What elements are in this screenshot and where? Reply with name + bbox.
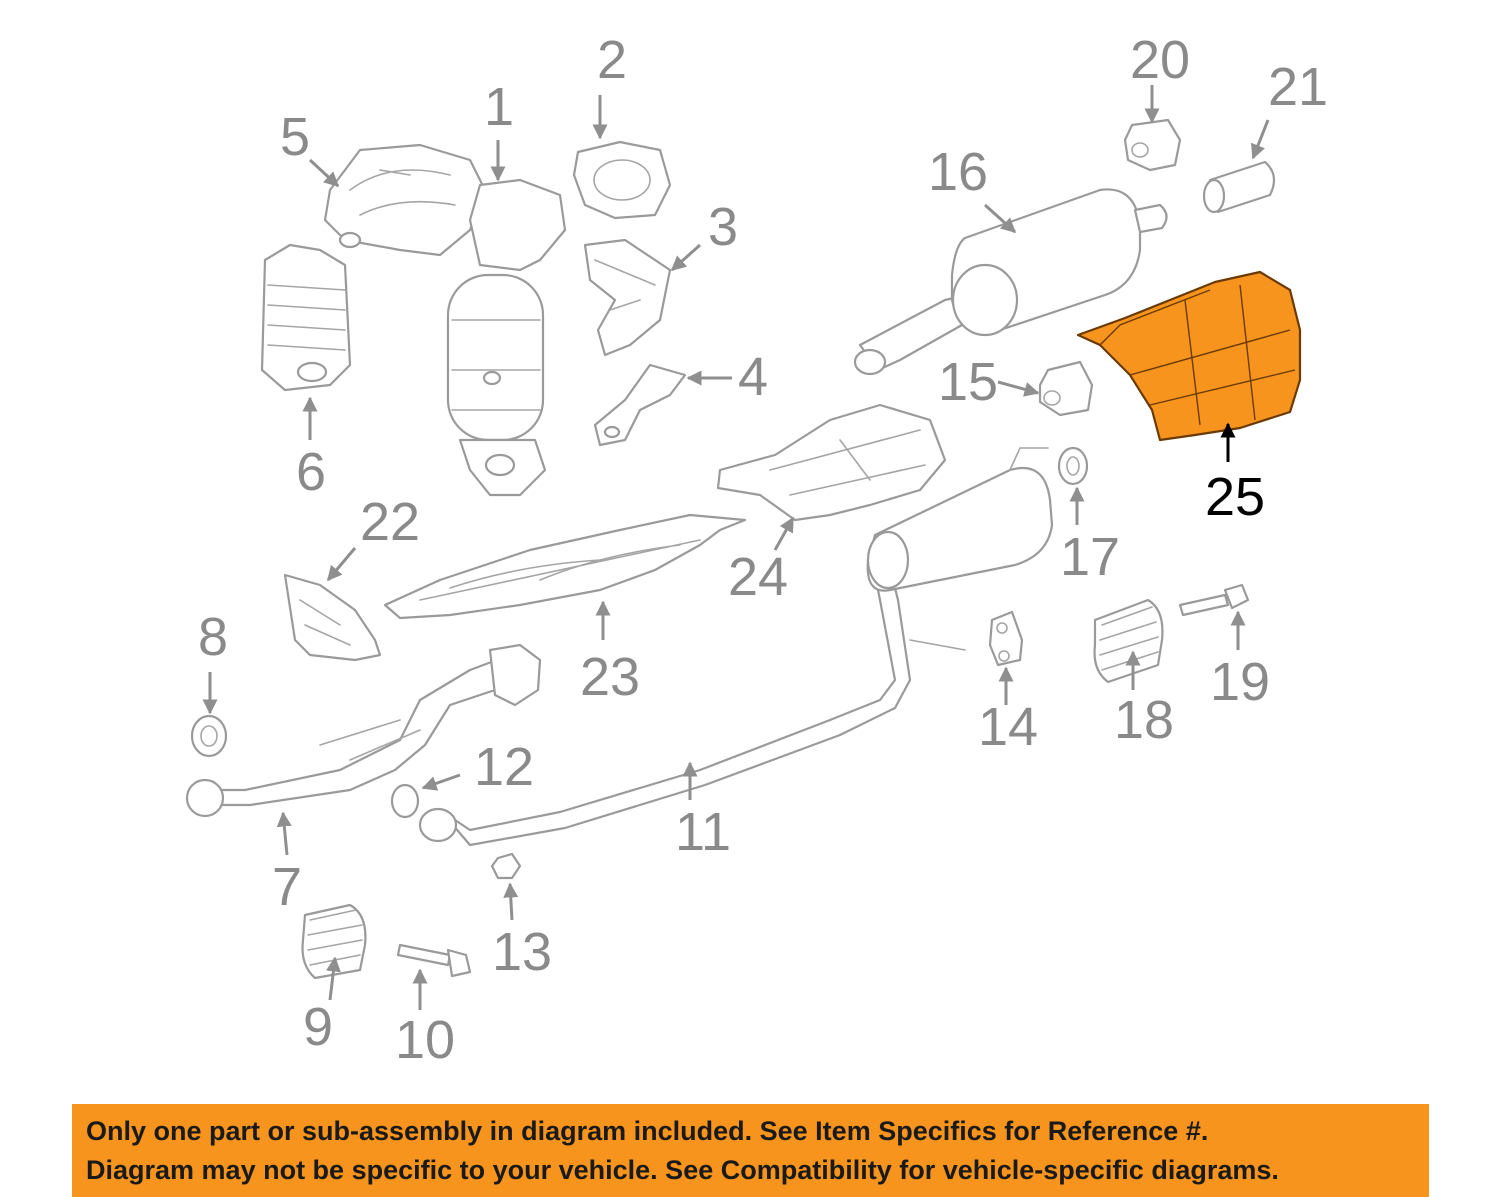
callout-7: 7 (272, 857, 302, 917)
callout-17: 17 (1060, 527, 1120, 587)
callout-16: 16 (928, 142, 988, 202)
callout-12: 12 (474, 737, 534, 797)
leader-lines (202, 85, 1270, 1010)
callout-1: 1 (484, 77, 514, 137)
callout-11: 11 (675, 802, 731, 862)
part-12-gasket (390, 783, 420, 819)
callout-22: 22 (360, 492, 420, 552)
callout-4: 4 (738, 347, 768, 407)
part-15-hanger-rubber (1038, 360, 1094, 417)
callout-2: 2 (597, 30, 627, 90)
callout-6: 6 (296, 442, 326, 502)
callout-5: 5 (280, 107, 310, 167)
part-19-bolt (1178, 583, 1250, 617)
callout-24: 24 (728, 547, 788, 607)
part-6-lower-heat-shield (260, 243, 352, 392)
callout-18: 18 (1114, 690, 1174, 750)
part-22-heat-shield (283, 573, 382, 662)
part-13-nut (490, 852, 522, 880)
part-3-bracket (583, 238, 672, 357)
disclaimer-banner: Only one part or sub-assembly in diagram… (72, 1104, 1429, 1197)
callout-21: 21 (1268, 57, 1328, 117)
part-17-gasket (1057, 446, 1089, 486)
disclaimer-line-1: Only one part or sub-assembly in diagram… (86, 1116, 1209, 1146)
callout-8: 8 (198, 607, 228, 667)
part-14-hanger (988, 610, 1024, 667)
part-24-center-heat-shield (716, 403, 947, 522)
part-18-spring (1093, 598, 1164, 684)
callout-14: 14 (978, 697, 1038, 757)
part-23-floor-heat-shield (383, 513, 747, 620)
callout-23: 23 (580, 647, 640, 707)
part-20-hanger-rubber (1123, 118, 1182, 172)
callout-13: 13 (492, 922, 552, 982)
part-25-muffler-heat-shield (1076, 270, 1302, 442)
part-7-exhaust-pipe-a (185, 643, 542, 818)
part-9-spring (301, 903, 367, 980)
callout-25: 25 (1205, 467, 1265, 527)
part-2-gasket (572, 140, 672, 220)
part-4-stay (593, 363, 687, 447)
callout-15: 15 (938, 352, 998, 412)
part-1-catalytic-converter (446, 178, 567, 497)
callout-10: 10 (395, 1010, 455, 1070)
callout-3: 3 (708, 197, 738, 257)
callout-20: 20 (1130, 30, 1190, 90)
part-16-rear-muffler (853, 188, 1168, 376)
callout-19: 19 (1210, 652, 1270, 712)
callout-9: 9 (303, 997, 333, 1057)
part-8-gasket (190, 714, 228, 758)
callout-labels: 1 2 3 4 5 6 7 8 9 10 11 12 13 14 15 16 1… (198, 30, 1328, 1070)
part-21-tail-pipe-finisher (1202, 160, 1276, 214)
part-10-bolt (396, 943, 472, 978)
part-11-exhaust-pipe (418, 447, 1054, 847)
disclaimer-line-2: Diagram may not be specific to your vehi… (86, 1155, 1279, 1185)
part-5-upper-heat-shield (323, 143, 487, 257)
